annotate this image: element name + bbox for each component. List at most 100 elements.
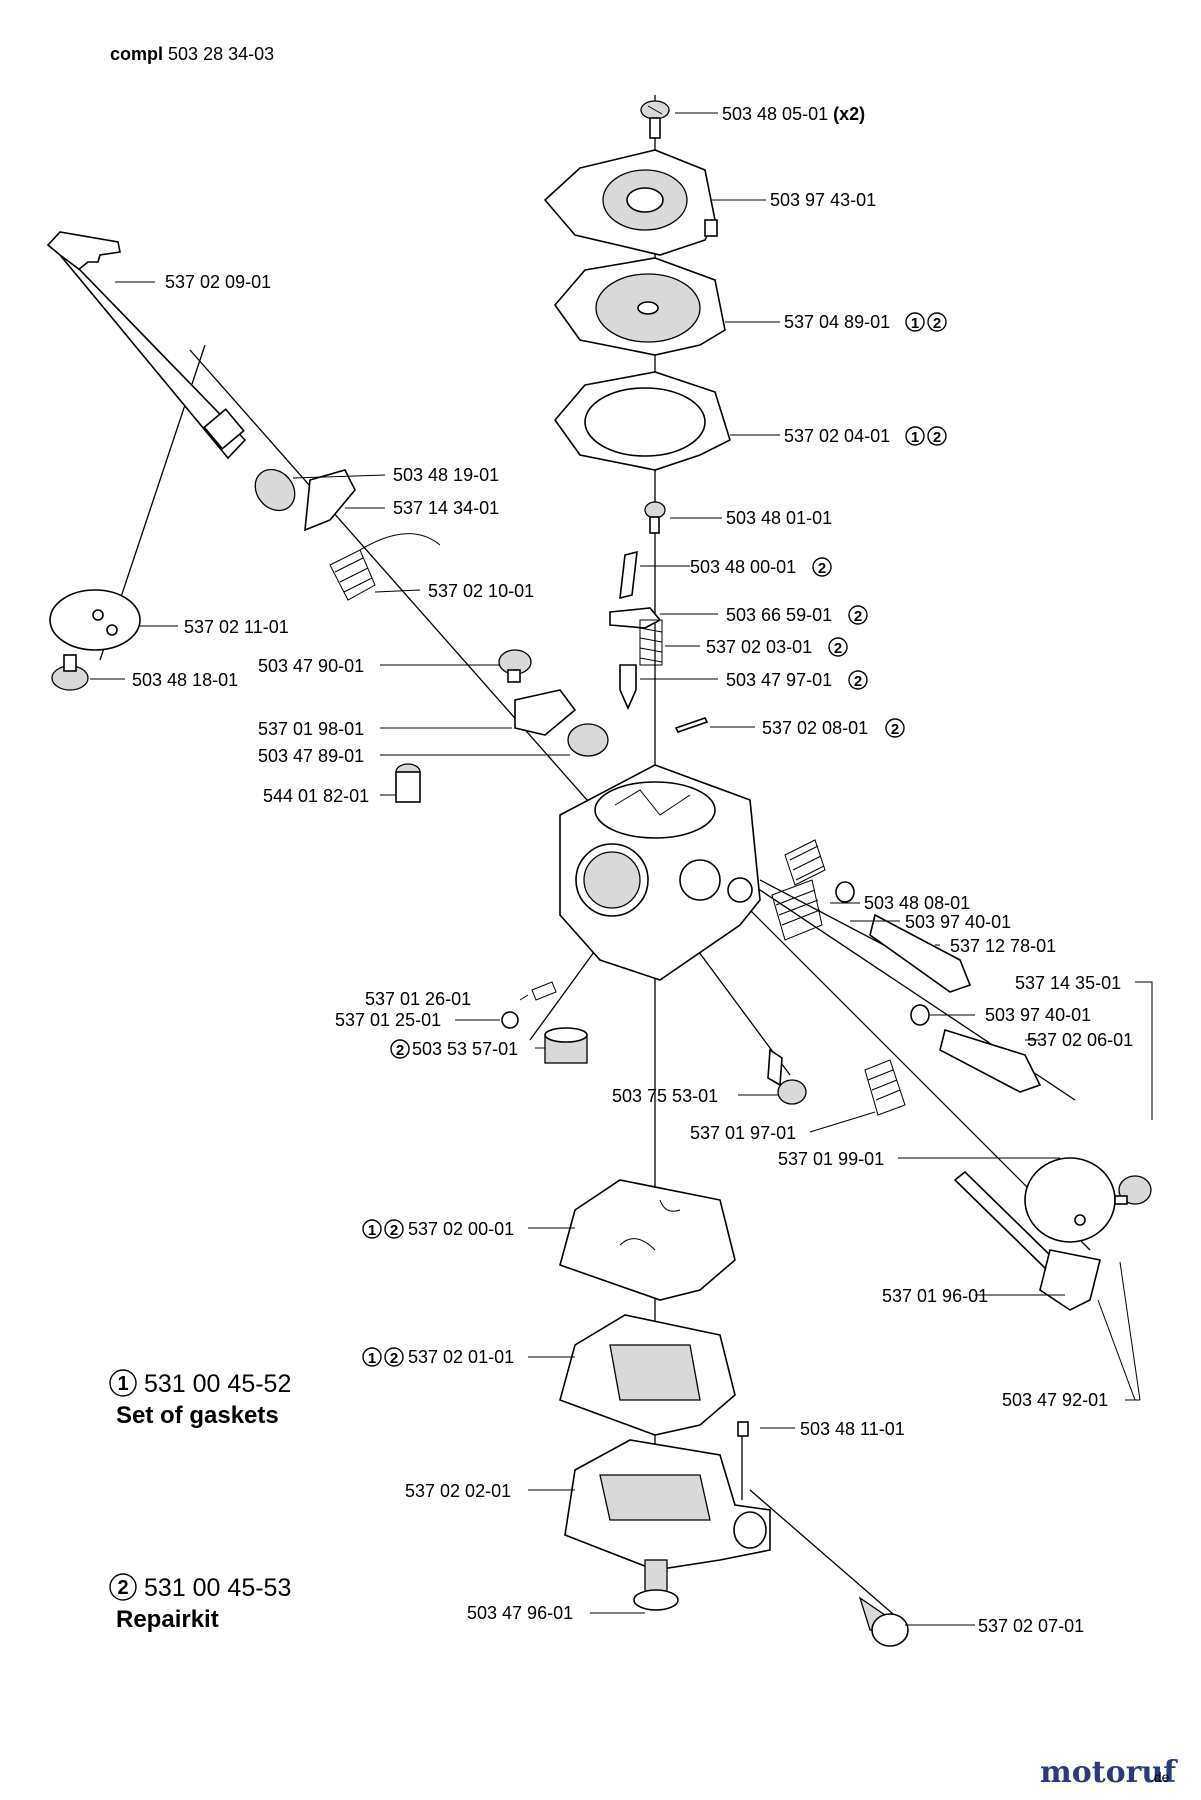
kit-badge-2: 2 [384, 1347, 404, 1367]
part-choke-plate [1024, 1157, 1116, 1243]
part-adjust-screw [767, 1048, 807, 1105]
part-metering-cover [564, 1439, 771, 1571]
svg-text:2: 2 [390, 1222, 398, 1239]
label-503-75-53-01: 503 75 53-01 [612, 1086, 718, 1106]
label-503-47-92-01: 503 47 92-01 [1002, 1390, 1108, 1410]
svg-text:2: 2 [818, 560, 826, 577]
label-537-01-99-01: 537 01 99-01 [778, 1149, 884, 1169]
watermark-suffix: .de [1150, 1769, 1170, 1785]
label-537-02-04-01: 537 02 04-01 [784, 426, 890, 446]
svg-text:2: 2 [891, 721, 899, 738]
part-screw-544 [395, 763, 421, 803]
label-503-48-11-01: 503 48 11-01 [800, 1419, 905, 1439]
label-537-02-11-01: 537 02 11-01 [184, 617, 289, 637]
svg-text:2: 2 [834, 640, 842, 657]
svg-text:2: 2 [396, 1042, 404, 1059]
part-idle-lever [514, 689, 577, 736]
part-filter-screen [544, 1027, 588, 1064]
part-pin [619, 550, 638, 600]
label-503-47-97-01: 503 47 97-01 [726, 670, 832, 690]
svg-text:2: 2 [933, 315, 941, 332]
label-537-02-06-01: 537 02 06-01 [1027, 1030, 1133, 1050]
part-throttle-shaft [46, 231, 247, 460]
label-537-02-00-01: 537 02 00-01 [408, 1219, 514, 1239]
part-throttle-spring [329, 533, 441, 601]
label-503-97-40-01-a: 503 97 40-01 [905, 912, 1011, 932]
label-537-01-26-01: 537 01 26-01 [365, 989, 471, 1009]
part-spring-small [639, 619, 663, 666]
label-503-47-90-01: 503 47 90-01 [258, 656, 364, 676]
label-503-48-00-01: 503 48 00-01 [690, 557, 796, 577]
label-537-04-89-01: 537 04 89-01 [784, 312, 890, 332]
label-537-01-98-01: 537 01 98-01 [258, 719, 364, 739]
kit-badge-2: 2 [828, 637, 848, 657]
kit-badge-1: 1 [905, 312, 925, 332]
svg-text:1: 1 [368, 1222, 376, 1239]
label-503-47-96-01: 503 47 96-01 [467, 1603, 573, 1623]
part-oring-1 [835, 881, 855, 903]
label-537-01-25-01: 537 01 25-01 [335, 1010, 441, 1030]
svg-text:1: 1 [117, 1373, 128, 1395]
kit-legend-set-of-gaskets: 1 531 00 45-52 Set of gaskets [109, 1369, 291, 1429]
label-503-48-19-01: 503 48 19-01 [393, 465, 499, 485]
part-needle-l [939, 1028, 1042, 1093]
label-503-48-05-01: 503 48 05-01 (x2) [722, 104, 865, 124]
part-inlet-needle [619, 664, 637, 710]
kit-number: 531 00 45-52 [144, 1370, 291, 1398]
label-503-97-40-01-b: 503 97 40-01 [985, 1005, 1091, 1025]
kit-badge-2: 2 [812, 557, 832, 577]
label-537-02-02-01: 537 02 02-01 [405, 1481, 511, 1501]
label-503-48-18-01: 503 48 18-01 [132, 670, 238, 690]
watermark-logo: motoruf .de [1040, 1755, 1178, 1790]
label-537-01-96-01: 537 01 96-01 [882, 1286, 988, 1306]
watermark-name: motoruf [1040, 1755, 1178, 1790]
kit-badge-1: 1 [905, 426, 925, 446]
part-check-spring [531, 981, 557, 1001]
part-small-pin [674, 717, 709, 733]
part-plate-screw [51, 654, 89, 691]
kit-badge-2: 2 [885, 718, 905, 738]
label-503-48-08-01: 503 48 08-01 [864, 893, 970, 913]
part-needle-spring-2 [771, 879, 823, 941]
kit-badge-2: 2 [390, 1039, 410, 1059]
label-503-53-57-01: 503 53 57-01 [412, 1039, 518, 1059]
part-needle-spring-1 [784, 839, 826, 886]
svg-text:1: 1 [368, 1350, 376, 1367]
kit-badge-2: 2 [848, 605, 868, 625]
pump-screw-axis [749, 1489, 901, 1621]
kit-badge-2: 2 [848, 670, 868, 690]
kit-legend-badge: 2 [109, 1573, 137, 1601]
part-check-ball [501, 1011, 519, 1029]
label-503-47-89-01: 503 47 89-01 [258, 746, 364, 766]
svg-text:2: 2 [854, 673, 862, 690]
svg-text:2: 2 [390, 1350, 398, 1367]
label-537-14-34-01: 537 14 34-01 [393, 498, 499, 518]
svg-text:1: 1 [911, 315, 919, 332]
part-small-screw [644, 501, 666, 534]
label-537-02-03-01: 537 02 03-01 [706, 637, 812, 657]
part-metering-pin [737, 1421, 749, 1437]
kit-badge-1: 1 [362, 1219, 382, 1239]
svg-text:2: 2 [854, 608, 862, 625]
part-number: 503 48 05-01 [722, 104, 828, 124]
part-metering-gasket [559, 1179, 736, 1301]
header-number: 503 28 34-03 [168, 44, 274, 64]
kit-number: 531 00 45-53 [144, 1574, 291, 1602]
label-537-14-35-01: 537 14 35-01 [1015, 973, 1121, 993]
label-537-12-78-01: 537 12 78-01 [950, 936, 1056, 956]
label-503-66-59-01: 503 66 59-01 [726, 605, 832, 625]
part-qty: (x2) [833, 104, 865, 124]
label-537-02-01-01: 537 02 01-01 [408, 1347, 514, 1367]
part-lever [609, 607, 662, 629]
kit-legend-badge: 1 [109, 1369, 137, 1397]
part-idle-screw-head [498, 649, 532, 683]
kit-name: Set of gaskets [116, 1402, 279, 1429]
part-idle-bushing [567, 723, 609, 757]
svg-text:2: 2 [117, 1577, 128, 1599]
part-pump-diaphragm [553, 257, 726, 356]
part-needle-h [869, 913, 972, 993]
throttle-axis [189, 349, 641, 861]
kit-badge-2: 2 [384, 1219, 404, 1239]
label-537-02-10-01: 537 02 10-01 [428, 581, 534, 601]
